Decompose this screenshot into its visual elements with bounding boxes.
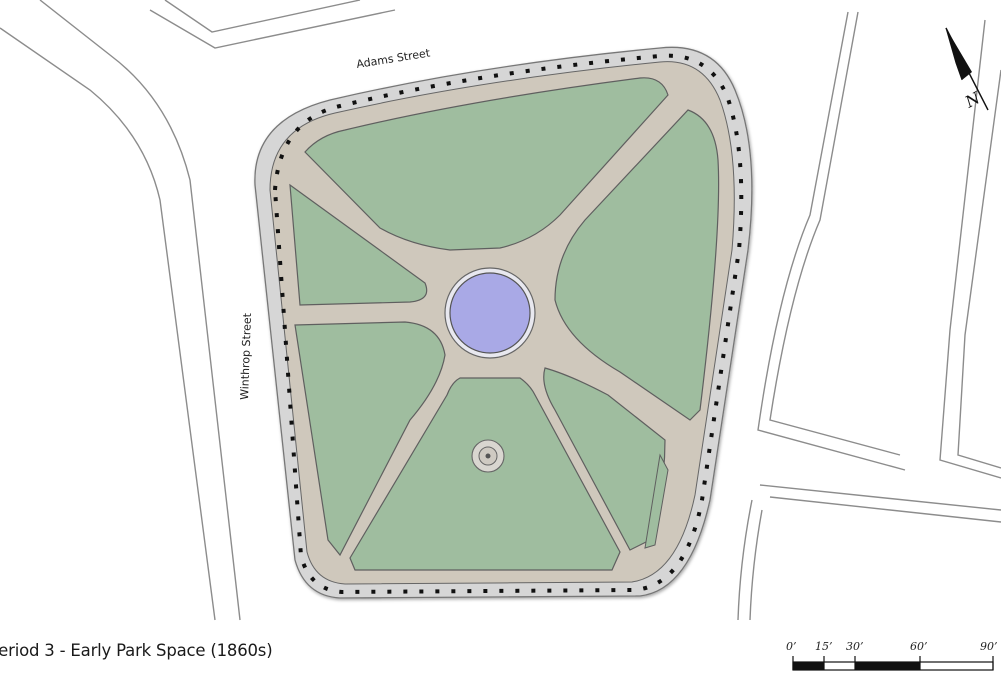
- scale-label-30: 30’: [846, 640, 864, 653]
- lawn-right: [554, 109, 720, 421]
- lawn-top: [304, 77, 669, 251]
- winthrop-street-label: Winthrop Street: [238, 312, 254, 400]
- lawn-left: [294, 321, 446, 557]
- lawn-upper-left: [289, 183, 428, 306]
- central-pond: [449, 272, 531, 354]
- scale-label-60: 60’: [910, 640, 928, 653]
- adams-street-label: Adams Street: [355, 46, 431, 71]
- street-curbs: [0, 0, 1001, 621]
- map-title: Period 3 - Early Park Space (1860s): [0, 641, 273, 660]
- lawn-corner-right: [644, 453, 669, 549]
- lawns: [289, 77, 720, 571]
- scale-label-90: 90’: [980, 640, 998, 653]
- lawn-bottom: [349, 377, 621, 571]
- north-arrow-icon: N: [945, 27, 989, 112]
- fountain-icon: [471, 439, 505, 473]
- scale-label-15: 15’: [815, 640, 833, 653]
- fence-line: [272, 53, 744, 595]
- scale-bar: 0’ 15’ 30’ 60’ 90’: [786, 640, 998, 671]
- north-label: N: [961, 88, 984, 112]
- scale-label-0: 0’: [786, 640, 797, 653]
